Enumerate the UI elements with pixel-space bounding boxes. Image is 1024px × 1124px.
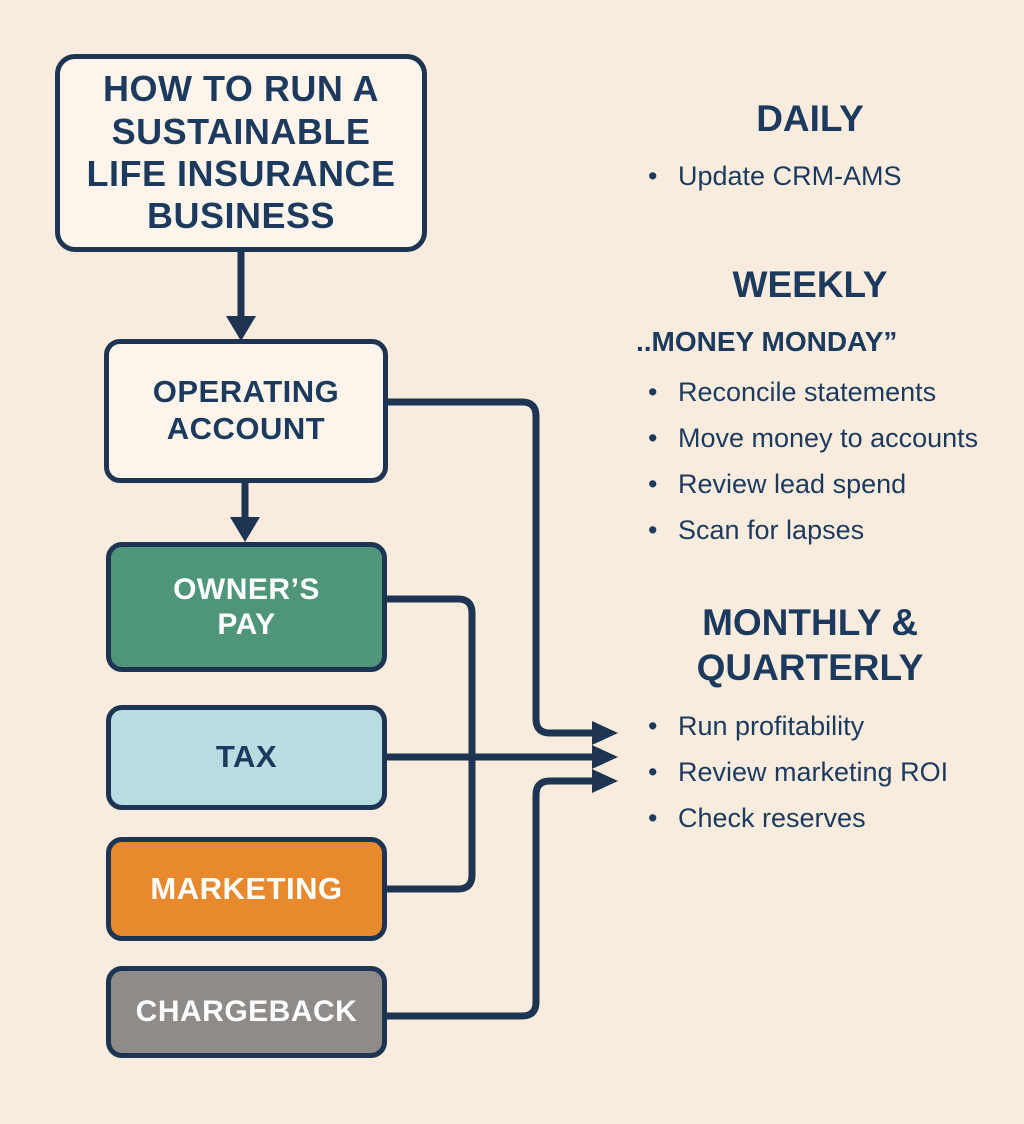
owners-pay-label: OWNER’S PAY bbox=[173, 572, 320, 641]
title-box: HOW TO RUN A SUSTAINABLE LIFE INSURANCE … bbox=[55, 54, 427, 252]
weekly-item-text: Review lead spend bbox=[678, 469, 907, 499]
money-monday-subheading: ..MONEY MONDAY” bbox=[636, 326, 898, 357]
bullet-icon: • bbox=[648, 711, 658, 741]
arrowhead-right-icon bbox=[592, 769, 618, 793]
weekly-heading: WEEKLY bbox=[732, 264, 888, 305]
list-item: • Review lead spend bbox=[648, 470, 1016, 498]
list-item: • Scan for lapses bbox=[648, 516, 1016, 544]
weekly-item-text: Move money to accounts bbox=[678, 423, 979, 453]
bullet-icon: • bbox=[648, 803, 658, 833]
arrowhead-down-icon bbox=[226, 316, 256, 341]
monthly-item-text: Check reserves bbox=[678, 803, 866, 833]
bullet-icon: • bbox=[648, 377, 658, 407]
list-item: • Reconcile statements bbox=[648, 378, 1016, 406]
monthly-list: • Run profitability • Review marketing R… bbox=[604, 712, 1016, 850]
arrowhead-right-icon bbox=[592, 721, 618, 745]
bullet-icon: • bbox=[648, 161, 658, 191]
monthly-item-text: Review marketing ROI bbox=[678, 757, 949, 787]
monthly-quarterly-heading: MONTHLY & QUARTERLY bbox=[696, 602, 924, 688]
daily-list: • Update CRM-AMS bbox=[604, 162, 1016, 208]
chargeback-box: CHARGEBACK bbox=[106, 966, 387, 1058]
weekly-item-text: Scan for lapses bbox=[678, 515, 865, 545]
arrowhead-down-icon bbox=[230, 517, 260, 542]
list-item: • Move money to accounts bbox=[648, 424, 1016, 452]
title-text: HOW TO RUN A SUSTAINABLE LIFE INSURANCE … bbox=[86, 68, 396, 237]
tax-label: TAX bbox=[215, 739, 278, 775]
connector-operating-monthly bbox=[384, 398, 596, 737]
marketing-box: MARKETING bbox=[106, 837, 387, 941]
weekly-item-text: Reconcile statements bbox=[678, 377, 937, 407]
list-item: • Update CRM-AMS bbox=[648, 162, 1016, 190]
bullet-icon: • bbox=[648, 515, 658, 545]
weekly-list: • Reconcile statements • Move money to a… bbox=[604, 378, 1016, 562]
daily-heading: DAILY bbox=[756, 98, 864, 139]
operating-account-box: OPERATING ACCOUNT bbox=[104, 339, 388, 483]
chargeback-label: CHARGEBACK bbox=[135, 995, 358, 1029]
connector-owners-junction bbox=[384, 595, 476, 761]
connector-marketing-junction bbox=[384, 753, 476, 893]
bullet-icon: • bbox=[648, 757, 658, 787]
owners-pay-box: OWNER’S PAY bbox=[106, 542, 387, 672]
tax-box: TAX bbox=[106, 705, 387, 810]
connector-chargeback-monthly bbox=[384, 777, 596, 1020]
list-item: • Check reserves bbox=[648, 804, 1016, 832]
list-item: • Review marketing ROI bbox=[648, 758, 1016, 786]
bullet-icon: • bbox=[648, 469, 658, 499]
marketing-label: MARKETING bbox=[150, 870, 343, 906]
arrowhead-right-icon bbox=[592, 745, 618, 769]
list-item: • Run profitability bbox=[648, 712, 1016, 740]
daily-item-text: Update CRM-AMS bbox=[678, 161, 902, 191]
operating-account-label: OPERATING ACCOUNT bbox=[152, 374, 340, 446]
monthly-item-text: Run profitability bbox=[678, 711, 865, 741]
bullet-icon: • bbox=[648, 423, 658, 453]
